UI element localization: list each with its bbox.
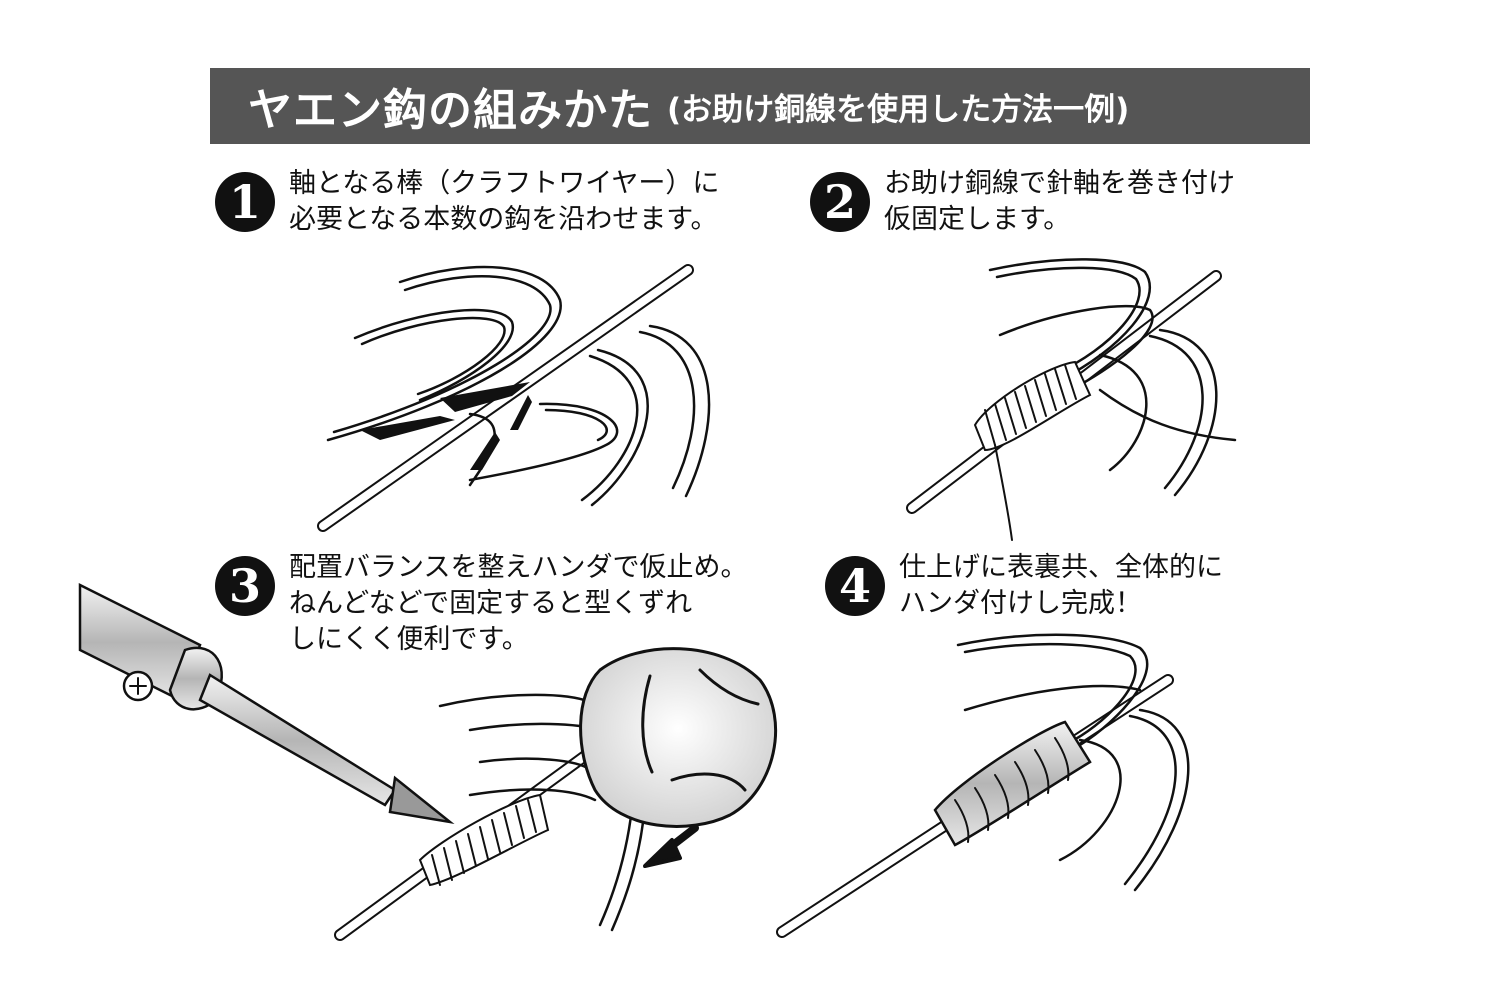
soldering-iron-icon: [78, 582, 455, 825]
step-number: 1: [215, 172, 275, 232]
step-text: 配置バランスを整えハンダで仮止め。 ねんどなどで固定すると型くずれ しにくく便利…: [289, 550, 747, 658]
step-1: 1 軸となる棒（クラフトワイヤー）に 必要となる本数の鈎を沿わせます。: [215, 166, 719, 238]
step-line: 仕上げに表裏共、全体的に: [899, 552, 1223, 583]
step-4: 4 仕上げに表裏共、全体的に ハンダ付けし完成！: [825, 550, 1223, 622]
page-title: ヤエン鈎の組みかた: [248, 85, 653, 136]
solder-joint: [933, 720, 1092, 847]
step-text: 仕上げに表裏共、全体的に ハンダ付けし完成！: [899, 550, 1223, 622]
step-line: ハンダ付けし完成！: [899, 588, 1142, 619]
hooks: [988, 258, 1237, 497]
illustration-step-4: [776, 633, 1190, 938]
step-line: 仮固定します。: [884, 204, 1071, 235]
step-line: ねんどなどで固定すると型くずれ: [289, 588, 693, 619]
hooks: [956, 633, 1190, 892]
hook-barbs: [360, 382, 532, 470]
illustration-step-2: [906, 258, 1237, 541]
copper-wire-coil: [973, 360, 1092, 541]
step-line: 必要となる本数の鈎を沿わせます。: [289, 204, 718, 235]
step-number: 4: [825, 556, 885, 616]
step-line: お助け銅線で針軸を巻き付け: [884, 168, 1235, 199]
step-number: 3: [215, 556, 275, 616]
step-2: 2 お助け銅線で針軸を巻き付け 仮固定します。: [810, 166, 1235, 238]
step-text: 軸となる棒（クラフトワイヤー）に 必要となる本数の鈎を沿わせます。: [289, 166, 719, 238]
title-bar: ヤエン鈎の組みかた (お助け銅線を使用した方法一例): [210, 68, 1310, 144]
step-text: お助け銅線で針軸を巻き付け 仮固定します。: [884, 166, 1235, 238]
illustration-step-3: [78, 582, 778, 941]
step-number: 2: [810, 172, 870, 232]
step-3: 3 配置バランスを整えハンダで仮止め。 ねんどなどで固定すると型くずれ しにくく…: [215, 550, 747, 658]
clay-ball-icon: [579, 647, 778, 828]
step-line: しにくく便利です。: [289, 624, 529, 655]
hooks: [326, 265, 711, 507]
page-subtitle: (お助け銅線を使用した方法一例): [667, 91, 1130, 128]
illustration-step-1: [317, 264, 711, 532]
step-line: 軸となる棒（クラフトワイヤー）に: [289, 168, 720, 199]
step-line: 配置バランスを整えハンダで仮止め。: [289, 552, 748, 583]
wire-rod: [317, 264, 694, 532]
copper-wire-coil: [418, 793, 550, 887]
arrow-icon: [643, 824, 699, 868]
